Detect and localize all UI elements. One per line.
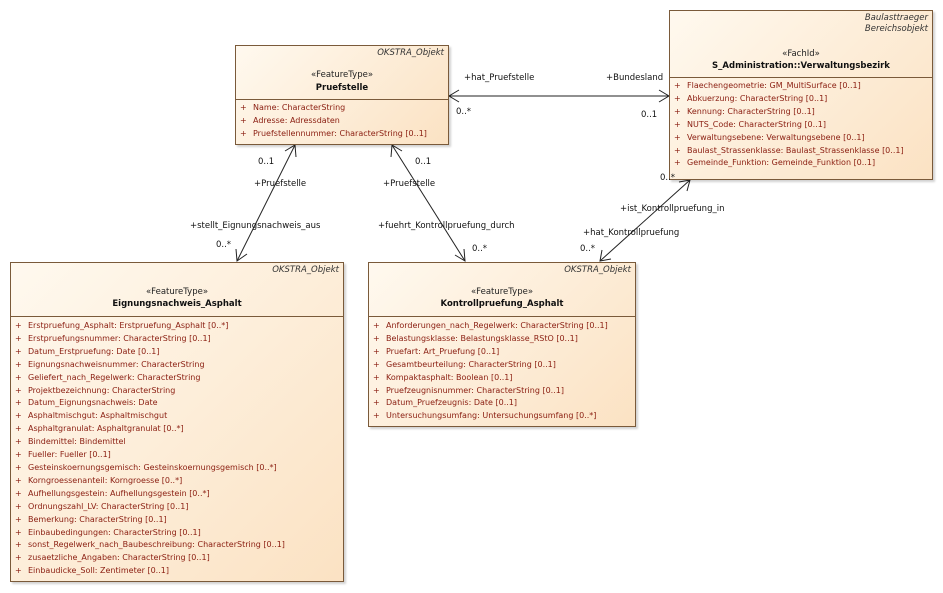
class-tag: OKSTRA_Objekt xyxy=(272,265,339,275)
attribute-row: +Datum_Eignungsnachweis: Date xyxy=(15,398,158,408)
attribute-row: +NUTS_Code: CharacterString [0..1] xyxy=(674,119,826,129)
class-stereotype: «FachId» xyxy=(782,49,820,59)
arrowhead-kontrollpruefung xyxy=(454,248,466,262)
class-name: Kontrollpruefung_Asphalt xyxy=(440,299,564,309)
class-divider xyxy=(236,99,448,100)
attribute-row: +Belastungsklasse: Belastungsklasse_RStO… xyxy=(373,333,578,343)
class-tag: OKSTRA_Objekt xyxy=(377,48,444,58)
attribute-row: +Abkuerzung: CharacterString [0..1] xyxy=(674,93,828,103)
multiplicity-label: 0..* xyxy=(660,173,676,183)
attribute-row: +Erstpruefungsnummer: CharacterString [0… xyxy=(15,333,211,343)
arrowhead-kontrollpruefung-top xyxy=(599,249,612,262)
attribute-row: +Projektbezeichnung: CharacterString xyxy=(15,385,176,395)
attribute-row: +zusaetzliche_Angaben: CharacterString [… xyxy=(15,553,210,563)
attribute-row: +Adresse: Adressdaten xyxy=(240,115,340,125)
class-divider xyxy=(369,316,635,317)
attribute-row: +Ordnungszahl_LV: CharacterString [0..1] xyxy=(15,501,189,511)
role-label-ist-kontrollpruefung-in: +ist_Kontrollpruefung_in xyxy=(620,204,725,214)
class-tag: Baulasttraeger Bereichsobjekt xyxy=(865,13,928,35)
role-label-pruefstelle: +Pruefstelle xyxy=(254,179,307,189)
multiplicity-label: 0..1 xyxy=(641,110,658,120)
attribute-row: +Pruefzeugnisnummer: CharacterString [0.… xyxy=(373,385,564,395)
multiplicity-label: 0..* xyxy=(456,107,472,117)
attribute-row: +Gemeinde_Funktion: Gemeinde_Funktion [0… xyxy=(674,158,876,168)
association-line-pruefstelle-eignungsnachweis xyxy=(236,144,296,262)
class-tag-line: Baulasttraeger xyxy=(864,13,928,23)
attribute-row: +Name: CharacterString xyxy=(240,103,346,112)
attribute-row: +Korngroessenanteil: Korngroesse [0..*] xyxy=(15,475,183,485)
attribute-row: +Gesteinskoernungsgemisch: Gesteinskoern… xyxy=(15,462,277,472)
class-stereotype: «FeatureType» xyxy=(470,287,534,297)
arrowhead-pruefstelle-kontroll xyxy=(390,144,403,158)
association-line-verwaltungsbezirk-kontrollpruefung xyxy=(599,179,691,262)
attribute-row: +Baulast_Strassenklasse: Baulast_Strasse… xyxy=(674,145,904,155)
attribute-row: +Gesamtbeurteilung: CharacterString [0..… xyxy=(373,359,556,369)
multiplicity-label: 0..1 xyxy=(258,157,275,167)
attribute-row: +Einbaudicke_Soll: Zentimeter [0..1] xyxy=(15,566,169,576)
attribute-row: +Pruefstellennummer: CharacterString [0.… xyxy=(240,128,427,138)
attribute-row: +Anforderungen_nach_Regelwerk: Character… xyxy=(373,321,608,330)
multiplicity-label: 0..* xyxy=(216,240,232,250)
arrowhead-pruefstelle-top xyxy=(284,144,297,158)
association-line-pruefstelle-kontrollpruefung xyxy=(391,144,466,262)
attribute-row: +Geliefert_nach_Regelwerk: CharacterStri… xyxy=(15,372,201,382)
attribute-row: +Verwaltungsebene: Verwaltungsebene [0..… xyxy=(674,132,865,142)
attribute-row: +Bemerkung: CharacterString [0..1] xyxy=(15,514,167,524)
role-label-hat-kontrollpruefung: +hat_Kontrollpruefung xyxy=(583,228,680,238)
arrowhead-eignungsnachweis xyxy=(235,248,248,262)
role-label-pruefstelle: +Pruefstelle xyxy=(383,179,436,189)
class-name: Pruefstelle xyxy=(315,83,369,93)
class-kontrollpruefung-asphalt[interactable]: OKSTRA_Objekt «FeatureType» Kontrollprue… xyxy=(368,262,636,427)
arrowhead-pruefstelle xyxy=(448,89,460,103)
role-label-hat-pruefstelle: +hat_Pruefstelle xyxy=(464,73,535,83)
class-divider xyxy=(670,77,932,78)
arrowhead-verwaltungsbezirk-bottom xyxy=(678,179,691,192)
class-name: S_Administration::Verwaltungsbezirk xyxy=(712,61,890,71)
attribute-row: +Asphaltmischgut: Asphaltmischgut xyxy=(15,411,168,421)
multiplicity-label: 0..* xyxy=(580,244,596,254)
attribute-row: +Kennung: CharacterString [0..1] xyxy=(674,106,815,116)
attribute-row: +Datum_Erstpruefung: Date [0..1] xyxy=(15,346,160,356)
multiplicity-label: 0..* xyxy=(472,244,488,254)
attribute-row: +Bindemittel: Bindemittel xyxy=(15,437,126,447)
attribute-row: +Aufhellungsgestein: Aufhellungsgestein … xyxy=(15,488,210,498)
role-label-fuehrt-kontrollpruefung-durch: +fuehrt_Kontrollpruefung_durch xyxy=(378,221,515,231)
class-stereotype: «FeatureType» xyxy=(310,70,374,80)
class-tag-line: Bereichsobjekt xyxy=(864,24,928,34)
attribute-row: +Einbaubedingungen: CharacterString [0..… xyxy=(15,527,201,537)
attribute-row: +Flaechengeometrie: GM_MultiSurface [0..… xyxy=(674,81,861,90)
attribute-row: +Erstpruefung_Asphalt: Erstpruefung_Asph… xyxy=(15,321,229,330)
attribute-row: +Pruefart: Art_Pruefung [0..1] xyxy=(373,346,500,356)
attribute-row: +sonst_Regelwerk_nach_Baubeschreibung: C… xyxy=(15,540,285,550)
class-eignungsnachweis-asphalt[interactable]: OKSTRA_Objekt «FeatureType» Eignungsnach… xyxy=(10,262,344,582)
attribute-row: +Kompaktasphalt: Boolean [0..1] xyxy=(373,372,513,382)
attribute-row: +Untersuchungsumfang: Untersuchungsumfan… xyxy=(373,411,597,421)
attribute-row: +Eignungsnachweisnummer: CharacterString xyxy=(15,359,205,369)
role-label-bundesland: +Bundesland xyxy=(606,73,664,83)
class-stereotype: «FeatureType» xyxy=(145,287,209,297)
role-label-stellt-eignungsnachweis-aus: +stellt_Eignungsnachweis_aus xyxy=(190,221,321,231)
attribute-row: +Asphaltgranulat: Asphaltgranulat [0..*] xyxy=(15,424,184,434)
attribute-row: +Datum_Pruefzeugnis: Date [0..1] xyxy=(373,398,517,408)
class-verwaltungsbezirk[interactable]: Baulasttraeger Bereichsobjekt «FachId» S… xyxy=(669,10,933,180)
class-divider xyxy=(11,316,343,317)
class-name: Eignungsnachweis_Asphalt xyxy=(112,299,242,309)
class-tag: OKSTRA_Objekt xyxy=(564,265,631,275)
class-pruefstelle[interactable]: OKSTRA_Objekt «FeatureType» Pruefstelle … xyxy=(235,45,449,145)
multiplicity-label: 0..1 xyxy=(415,157,432,167)
attribute-row: +Fueller: Fueller [0..1] xyxy=(15,450,111,460)
